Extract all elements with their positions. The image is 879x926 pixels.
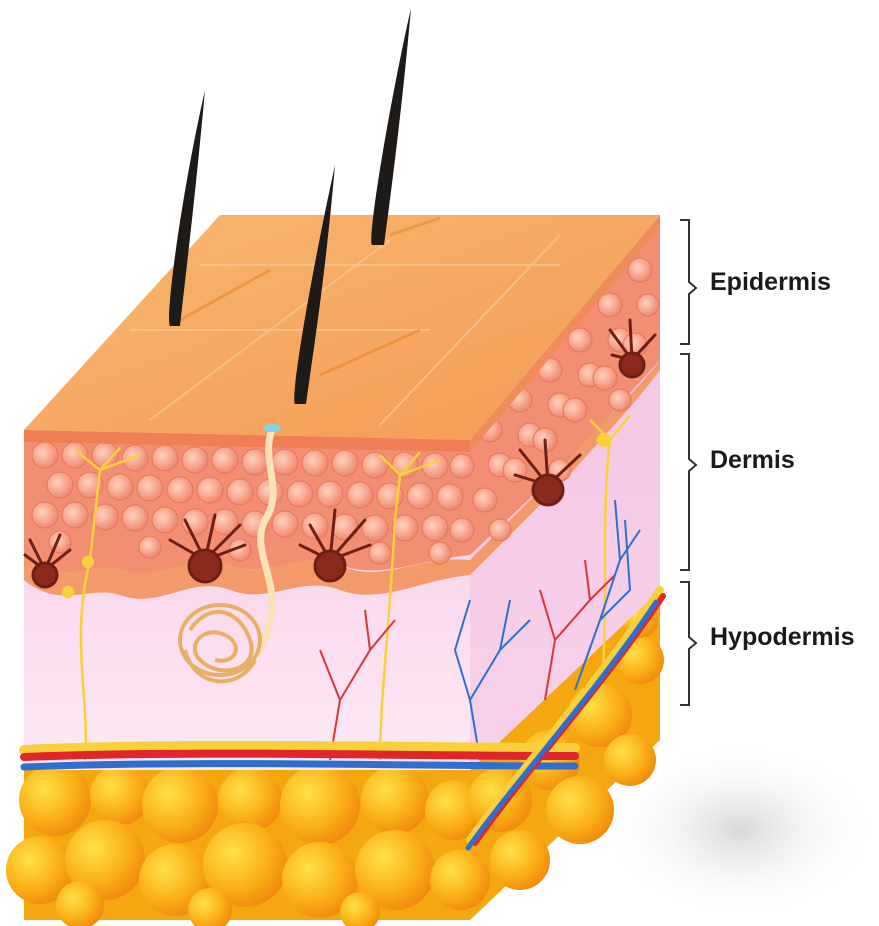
dermis-label: Dermis — [710, 446, 795, 475]
epidermis-bracket — [680, 220, 696, 344]
hypodermis-bracket — [680, 582, 696, 705]
hair-shaft-icon — [371, 8, 411, 245]
epidermis-label: Epidermis — [710, 268, 831, 297]
dermis-bracket — [680, 354, 696, 570]
layer-brackets — [680, 220, 696, 705]
hypodermis-label: Hypodermis — [710, 623, 854, 652]
